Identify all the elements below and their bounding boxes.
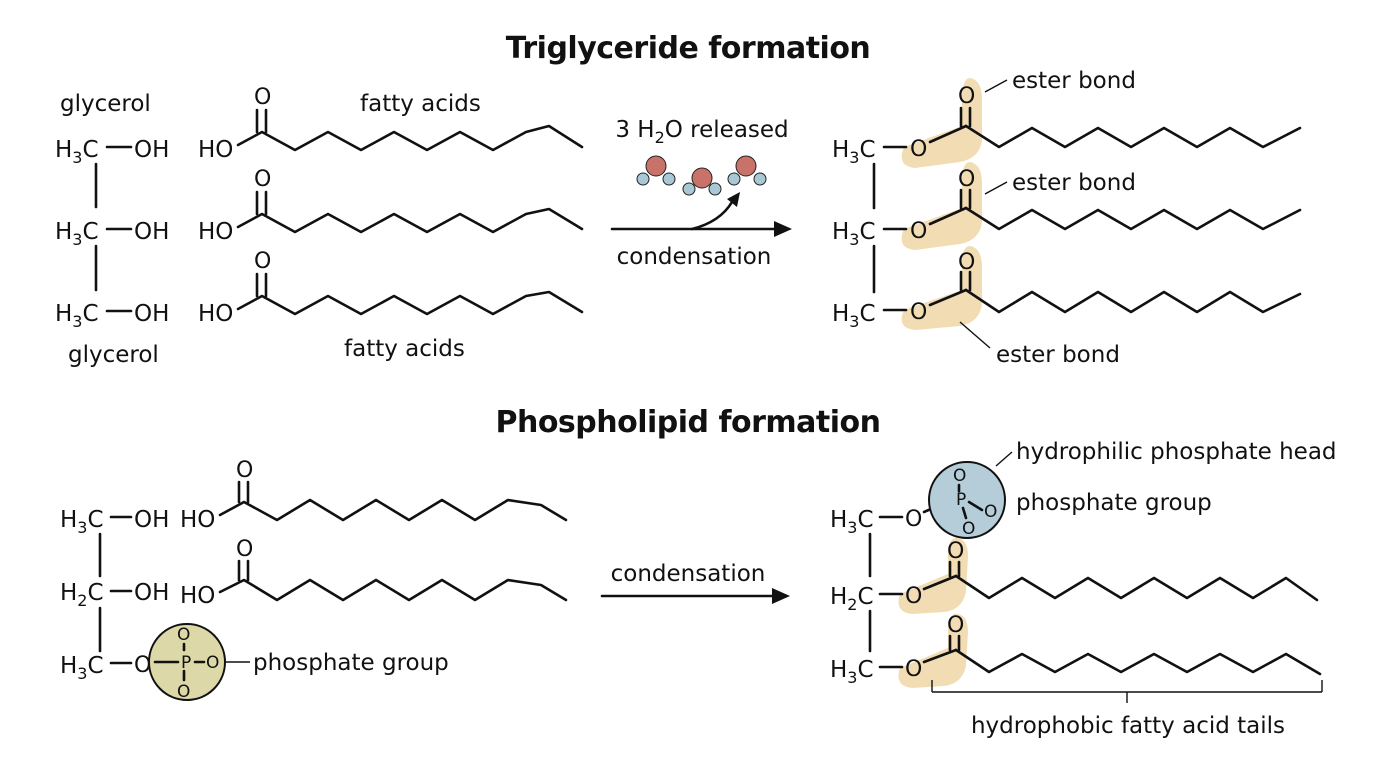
hydrophilic-head-label: hydrophilic phosphate head — [1016, 439, 1337, 465]
ester-highlight-3 — [901, 246, 982, 330]
phosphate-right-o-top: O — [953, 466, 966, 486]
glycerol-c1: H3C — [55, 137, 99, 167]
phosphate-left-p: P — [181, 653, 191, 673]
glycerol-label-bottom: glycerol — [68, 342, 159, 368]
fatty-acid-carbonyl-o-3: O — [254, 249, 271, 274]
pl-product-c2: H2C — [830, 584, 874, 614]
pl-glycerol-oh-1: OH — [134, 507, 169, 533]
water-molecules-icon — [636, 155, 767, 196]
fatty-acid-ho-1: HO — [198, 137, 233, 163]
product-chain-1 — [964, 124, 1302, 149]
pl-product-chain-2 — [954, 648, 1322, 676]
glycerol-c2: H3C — [55, 219, 99, 249]
pl-linking-oxygen: O — [134, 653, 151, 678]
phosphate-right-o-right: O — [984, 502, 997, 522]
ester-oxygen-2: O — [910, 219, 927, 244]
product-c3: H3C — [832, 301, 876, 331]
phosphate-left-o-right: O — [206, 653, 219, 673]
fatty-acid-carbonyl-o-1: O — [254, 85, 271, 110]
glycerol-label-top: glycerol — [60, 91, 151, 117]
pl-fatty-acid-chain-2 — [218, 578, 568, 602]
phosphate-left-o-bottom: O — [177, 682, 190, 702]
carbonyl-oxygen-2: O — [958, 167, 975, 192]
pl-fatty-acids-reactant: HO O HO O — [180, 458, 568, 609]
phospholipid-condensation-label: condensation — [611, 561, 766, 587]
carbonyl-oxygen-1: O — [958, 84, 975, 109]
product-c2: H3C — [832, 219, 876, 249]
phosphate-right-o-bottom: O — [962, 519, 975, 539]
ester-bond-label-2: ester bond — [1012, 170, 1136, 196]
ester-highlight-2 — [901, 162, 982, 250]
fatty-acids-reactant: HO O HO O HO O — [198, 85, 584, 327]
pl-glycerol-oh-2: OH — [134, 580, 169, 606]
pl-fatty-acid-ho-2: HO — [180, 583, 215, 609]
phosphate-left-o-top: O — [177, 625, 190, 645]
phospholipid-reaction-arrow — [600, 588, 790, 604]
ester-oxygen-3: O — [910, 300, 927, 325]
pl-product-c3: H3C — [830, 657, 874, 687]
phosphate-group-label-right: phosphate group — [1016, 490, 1212, 516]
product-c1: H3C — [832, 137, 876, 167]
product-chain-3 — [964, 288, 1302, 314]
pl-glycerol-c3: H3C — [60, 653, 104, 683]
pl-fatty-acid-chain-1 — [218, 498, 568, 522]
fatty-acid-chain-3 — [236, 290, 584, 316]
glycerol-c3: H3C — [55, 301, 99, 331]
glycerol-molecule: H3C OH H3C OH H3C OH — [55, 137, 169, 331]
ester-bond-label-1: ester bond — [1012, 68, 1136, 94]
triglyceride-title: Triglyceride formation — [506, 31, 871, 66]
hydrophobic-tails-bracket — [931, 680, 1323, 703]
phospholipid-title: Phospholipid formation — [495, 405, 880, 440]
fatty-acid-ho-2: HO — [198, 219, 233, 245]
water-released-label: 3 H2O released — [615, 117, 788, 147]
pl-fatty-acid-ho-1: HO — [180, 507, 215, 533]
pl-carbonyl-oxygen-1: O — [947, 539, 964, 564]
product-chain-2 — [964, 206, 1302, 231]
pl-ester-oxygen-2: O — [905, 657, 922, 682]
glycerol-oh-1: OH — [134, 137, 169, 163]
carbonyl-oxygen-3: O — [958, 250, 975, 275]
pl-glycerol-c1: H3C — [60, 507, 104, 537]
triglyceride-condensation-label: condensation — [617, 244, 772, 270]
fatty-acid-ho-3: HO — [198, 301, 233, 327]
phosphate-group-left-circle — [148, 623, 226, 701]
pl-glycerol-c2: H2C — [60, 580, 104, 610]
phosphate-group-label-left: phosphate group — [253, 650, 449, 676]
fatty-acids-label-top: fatty acids — [360, 91, 481, 117]
pl-product-linking-oxygen: O — [905, 507, 922, 532]
triglyceride-reaction-arrow — [610, 192, 792, 237]
ester-highlight-1 — [901, 78, 982, 168]
pl-fatty-acid-carbonyl-o-2: O — [236, 537, 253, 562]
glycerol-oh-3: OH — [134, 301, 169, 327]
phosphate-right-p: P — [956, 490, 966, 510]
hydrophobic-tails-label: hydrophobic fatty acid tails — [971, 713, 1285, 739]
ester-oxygen-1: O — [910, 137, 927, 162]
fatty-acids-label-bottom: fatty acids — [344, 336, 465, 362]
pl-product-c1: H3C — [830, 507, 874, 537]
pl-ester-highlight-1 — [898, 537, 968, 614]
pl-ester-oxygen-1: O — [905, 584, 922, 609]
fatty-acid-carbonyl-o-2: O — [254, 167, 271, 192]
fatty-acid-chain-2 — [236, 207, 584, 234]
triglyceride-product: H3C O O H3C O O H3C O O — [832, 78, 1302, 331]
pl-product-chain-1 — [954, 574, 1319, 602]
ester-bond-label-3: ester bond — [996, 342, 1120, 368]
pl-ester-highlight-2 — [898, 613, 968, 688]
glycerol-oh-2: OH — [134, 219, 169, 245]
glycerol-phosphate-molecule: H3C OH H2C OH H3C O P O O O — [60, 507, 250, 702]
pl-fatty-acid-carbonyl-o-1: O — [236, 458, 253, 483]
pl-carbonyl-oxygen-2: O — [947, 613, 964, 638]
fatty-acid-chain-1 — [236, 124, 584, 152]
phosphate-group-right-circle — [928, 461, 1006, 539]
